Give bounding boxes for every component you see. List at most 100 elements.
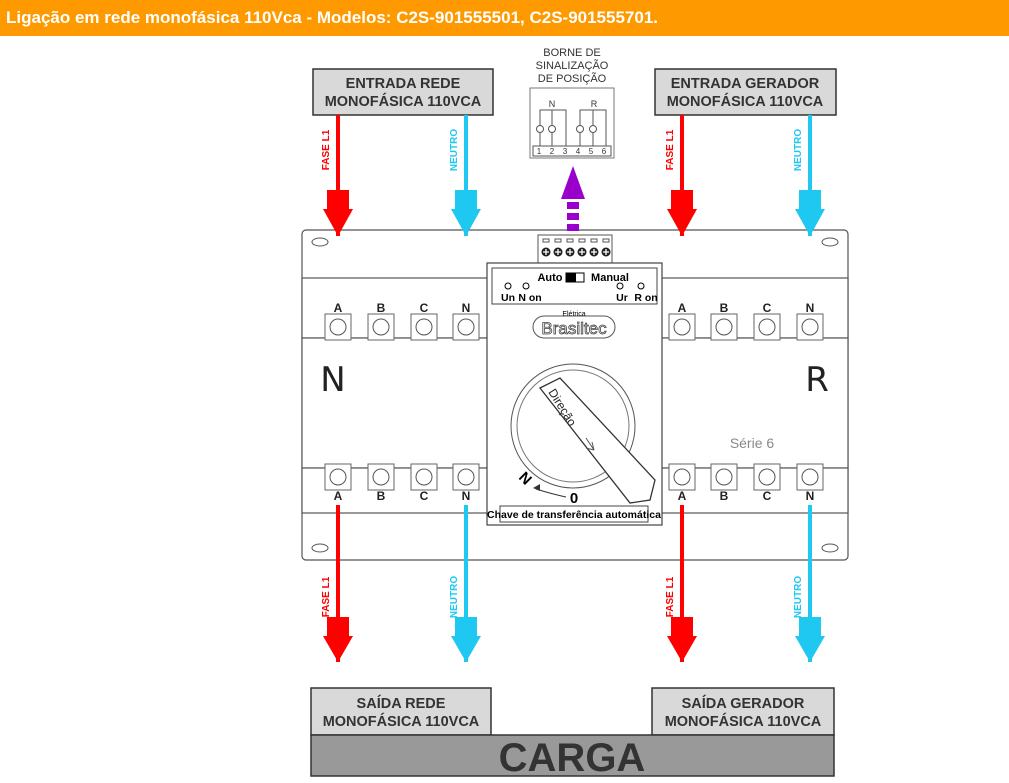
borne-pin-4: 4 [576,147,581,156]
signal-connector [537,234,613,264]
borne-pin-1: 1 [537,147,542,156]
borne-title-1: BORNE DE [543,47,600,59]
terminal-screw-icon [801,468,819,486]
neutral-wire: NEUTRO [793,115,825,236]
mounting-hole-icon [311,237,329,247]
phase-wire-label: FASE L1 [321,576,332,617]
rotary-handle[interactable]: Direção [510,363,656,504]
terminal-screw-icon [329,468,347,486]
led-n-on-label: N on [518,292,541,304]
borne-pin-2: 2 [550,147,555,156]
terminal-screw-icon [457,468,475,486]
series-label: Série 6 [730,435,775,451]
borne-title-3: DE POSIÇÃO [538,72,607,85]
terminal-block [410,463,438,491]
lamp-icon [589,125,597,133]
led-icon [616,282,624,290]
borne-n-label: N [549,99,556,109]
side-r-label: R [805,360,829,400]
borne-pin-3: 3 [563,147,568,156]
wires: FASE L1 FASE L1 NEUTRO NEUTRO FASE L1 FASE L1… [321,115,825,662]
neutral-wire-label: NEUTRO [449,129,460,171]
pin-slot [590,238,598,243]
terminal-label: N [806,489,815,503]
borne-pin-5: 5 [589,147,594,156]
neutral-wire-label: NEUTRO [449,576,460,618]
neutral-wire: NEUTRO [449,505,481,662]
arrow-down-icon [451,190,481,236]
signal-terminal-label: BORNE DE SINALIZAÇÃO DE POSIÇÃO [536,47,609,85]
neutral-wire-label: NEUTRO [793,576,804,618]
arrow-down-icon [795,617,825,662]
phase-wire: FASE L1 [321,505,353,662]
terminal-label: A [334,489,343,503]
terminal-screw-icon [715,318,733,336]
led-icon [637,282,645,290]
brand-small: Elétrica [562,311,585,318]
lamp-icon [536,125,544,133]
auto-manual-switch[interactable] [565,272,585,283]
brand-name: Brasiltec [541,319,607,338]
arrow-down-icon [323,190,353,236]
signal-arrow-up-icon [561,166,585,231]
phase-wire-label: FASE L1 [321,129,332,170]
pin-slot [554,238,562,243]
terminal-label: C [763,301,772,315]
mounting-hole-icon [311,543,329,553]
led-ur-label: Ur [616,292,628,304]
output-gerador-line2: MONOFÁSICA 110VCA [665,713,822,730]
output-box-rede: SAÍDA REDE MONOFÁSICA 110VCA [310,687,492,736]
terminal-label: B [377,301,386,315]
phase-wire: FASE L1 [321,115,353,236]
phase-wire: FASE L1 [665,505,697,662]
terminal-label: N [462,489,471,503]
terminal-screw-icon [372,318,390,336]
led-icon [522,282,530,290]
terminal-label: N [462,301,471,315]
output-box-gerador: SAÍDA GERADOR MONOFÁSICA 110VCA [651,687,835,736]
terminal-screw-icon [673,318,691,336]
output-rede-line1: SAÍDA REDE [357,695,446,712]
led-r-on-label: R on [634,292,657,304]
borne-title-2: SINALIZAÇÃO [536,59,609,72]
pin-slot [566,238,574,243]
lamp-icon [548,125,556,133]
mode-manual-label: Manual [591,272,629,284]
load-label: CARGA [499,736,646,780]
terminal-label: N [806,301,815,315]
terminal-label: A [334,301,343,315]
direction-arrow-icon [585,437,595,451]
terminal-screw-icon [715,468,733,486]
input-gerador-line2: MONOFÁSICA 110VCA [667,93,824,110]
terminal-screw-icon [415,468,433,486]
arrow-down-icon [451,617,481,662]
terminal-screw-icon [372,468,390,486]
arrow-down-icon [795,190,825,236]
terminal-label: B [720,489,729,503]
page-header: Ligação em rede monofásica 110Vca - Mode… [0,0,1009,36]
control-module: Auto Manual Un N on Ur R on Elétrica Bra… [486,262,663,526]
mounting-hole-icon [821,237,839,247]
mode-auto-label: Auto [537,272,562,284]
output-rede-line2: MONOFÁSICA 110VCA [323,713,480,730]
terminal-label: C [420,301,429,315]
input-rede-line1: ENTRADA REDE [346,76,461,92]
terminal-block [367,313,395,341]
input-box-rede: ENTRADA REDE MONOFÁSICA 110VCA [312,68,494,116]
pin-slot [578,238,586,243]
lamp-icon [576,125,584,133]
input-rede-line2: MONOFÁSICA 110VCA [325,93,482,110]
phase-wire-label: FASE L1 [665,129,676,170]
terminal-label: B [377,489,386,503]
arrow-down-icon [667,190,697,236]
load-bar: CARGA [310,734,835,780]
neutral-wire-label: NEUTRO [793,129,804,171]
terminal-label: B [720,301,729,315]
led-un-label: Un [501,292,515,304]
position-0-label: 0 [570,490,578,507]
neutral-wire: NEUTRO [449,115,481,236]
terminal-screw-icon [801,318,819,336]
led-icon [504,282,512,290]
neutral-wire: NEUTRO [793,505,825,662]
mounting-hole-icon [821,543,839,553]
